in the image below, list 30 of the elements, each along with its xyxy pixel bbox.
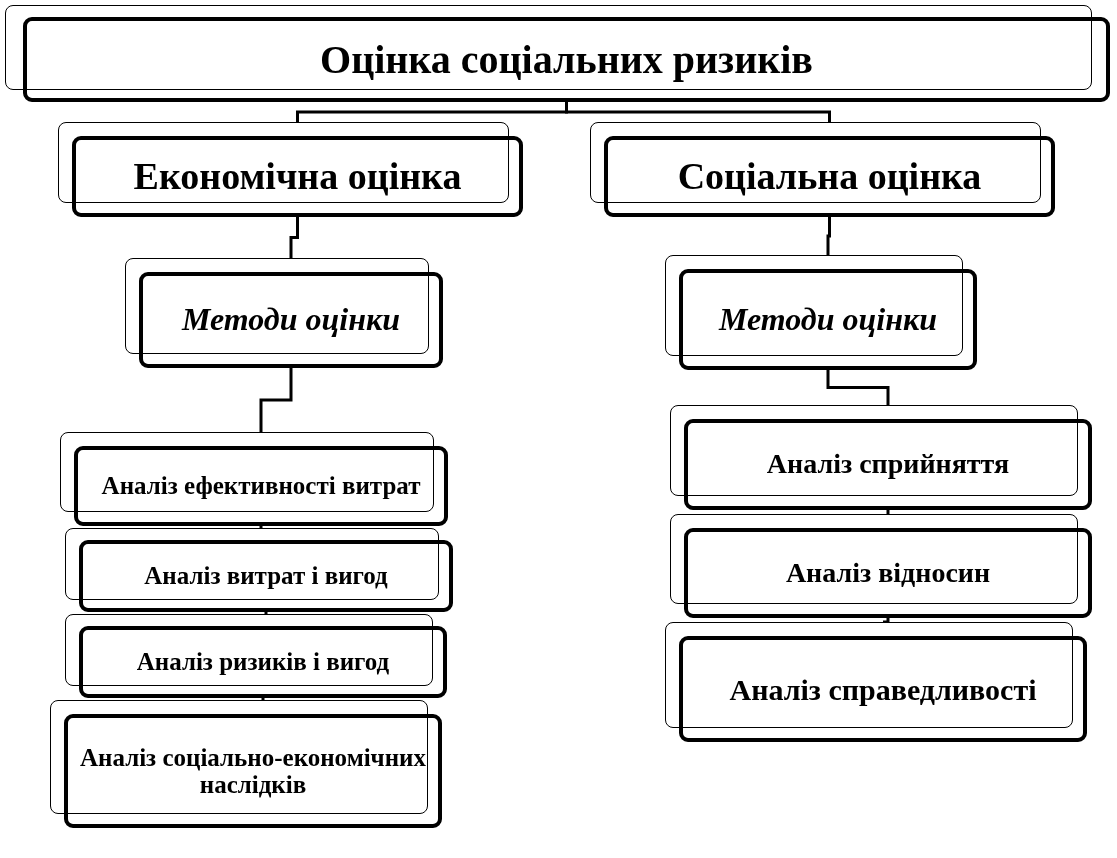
box-label: Оцінка соціальних ризиків <box>320 37 813 82</box>
process-box <box>665 622 1087 742</box>
box-label: Аналіз сприйняття <box>766 449 1010 480</box>
box-label: Аналіз відносин <box>785 557 991 589</box>
process-box <box>58 122 523 217</box>
process-box <box>65 528 453 612</box>
box-label: Аналіз ефективності витрат <box>101 472 421 500</box>
process-box <box>60 432 448 526</box>
process-box <box>590 122 1055 217</box>
box-label: Соціальна оцінка <box>677 155 982 198</box>
connector-line <box>826 370 890 405</box>
process-box <box>50 700 442 828</box>
connector-line <box>259 368 293 432</box>
box-label: Аналіз справедливості <box>729 672 1037 706</box>
process-box <box>665 255 977 370</box>
process-box <box>5 5 1110 102</box>
box-label: Методи оцінки <box>182 302 400 338</box>
connector-line <box>565 102 831 122</box>
box-label: Аналіз соціально-економічних наслідків <box>78 743 428 799</box>
box-label: Аналіз витрат і вигод <box>144 562 388 590</box>
process-box <box>670 514 1092 618</box>
process-box <box>670 405 1092 510</box>
connector-line <box>886 510 890 516</box>
process-box <box>65 614 447 698</box>
connector-line <box>289 217 299 258</box>
box-label: Економічна оцінка <box>133 155 462 198</box>
connector-line <box>826 217 831 255</box>
box-label: Аналіз ризиків і вигод <box>136 648 390 676</box>
process-box <box>125 258 443 368</box>
box-label: Методи оцінки <box>719 301 937 338</box>
